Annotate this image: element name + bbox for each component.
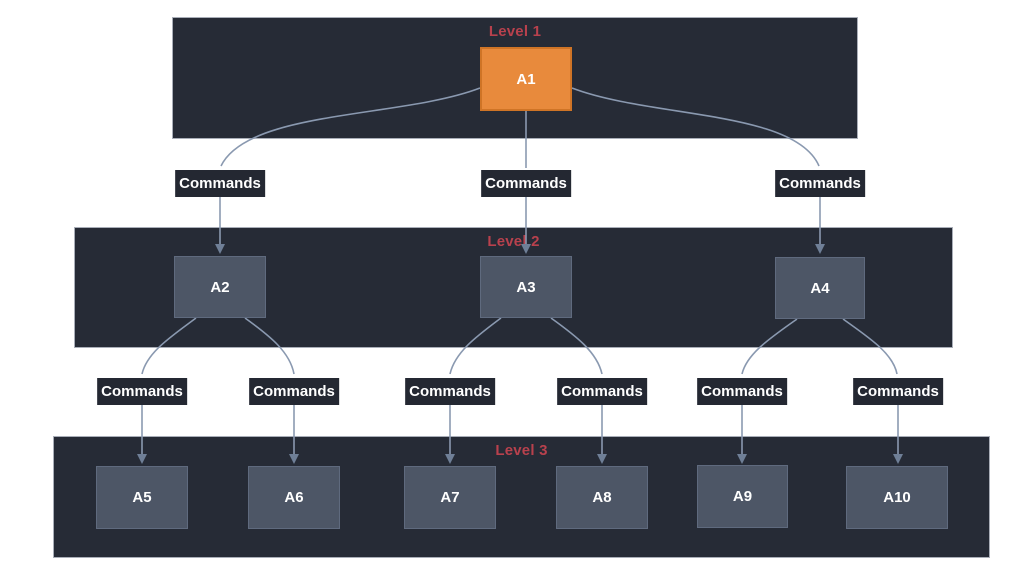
edge-label-a1-a2: Commands <box>175 170 265 197</box>
node-a9: A9 <box>697 465 788 528</box>
node-a1: A1 <box>480 47 572 111</box>
level-3-title: Level 3 <box>495 442 548 459</box>
edge-label-a4-a9: Commands <box>697 378 787 405</box>
node-a5: A5 <box>96 466 188 529</box>
node-a6: A6 <box>248 466 340 529</box>
node-a2: A2 <box>174 256 266 318</box>
edge-label-a2-a6: Commands <box>249 378 339 405</box>
node-a7: A7 <box>404 466 496 529</box>
node-a10: A10 <box>846 466 948 529</box>
node-a8: A8 <box>556 466 648 529</box>
edge-label-a3-a7: Commands <box>405 378 495 405</box>
level-2-title: Level 2 <box>487 233 540 250</box>
edge-label-a1-a4: Commands <box>775 170 865 197</box>
edge-label-a2-a5: Commands <box>97 378 187 405</box>
level-1-title: Level 1 <box>488 23 542 40</box>
edge-label-a4-a10: Commands <box>853 378 943 405</box>
edge-label-a3-a8: Commands <box>557 378 647 405</box>
node-a4: A4 <box>775 257 865 319</box>
level-3-band: Level 3 <box>53 436 990 558</box>
edge-label-a1-a3: Commands <box>481 170 571 197</box>
node-a3: A3 <box>480 256 572 318</box>
